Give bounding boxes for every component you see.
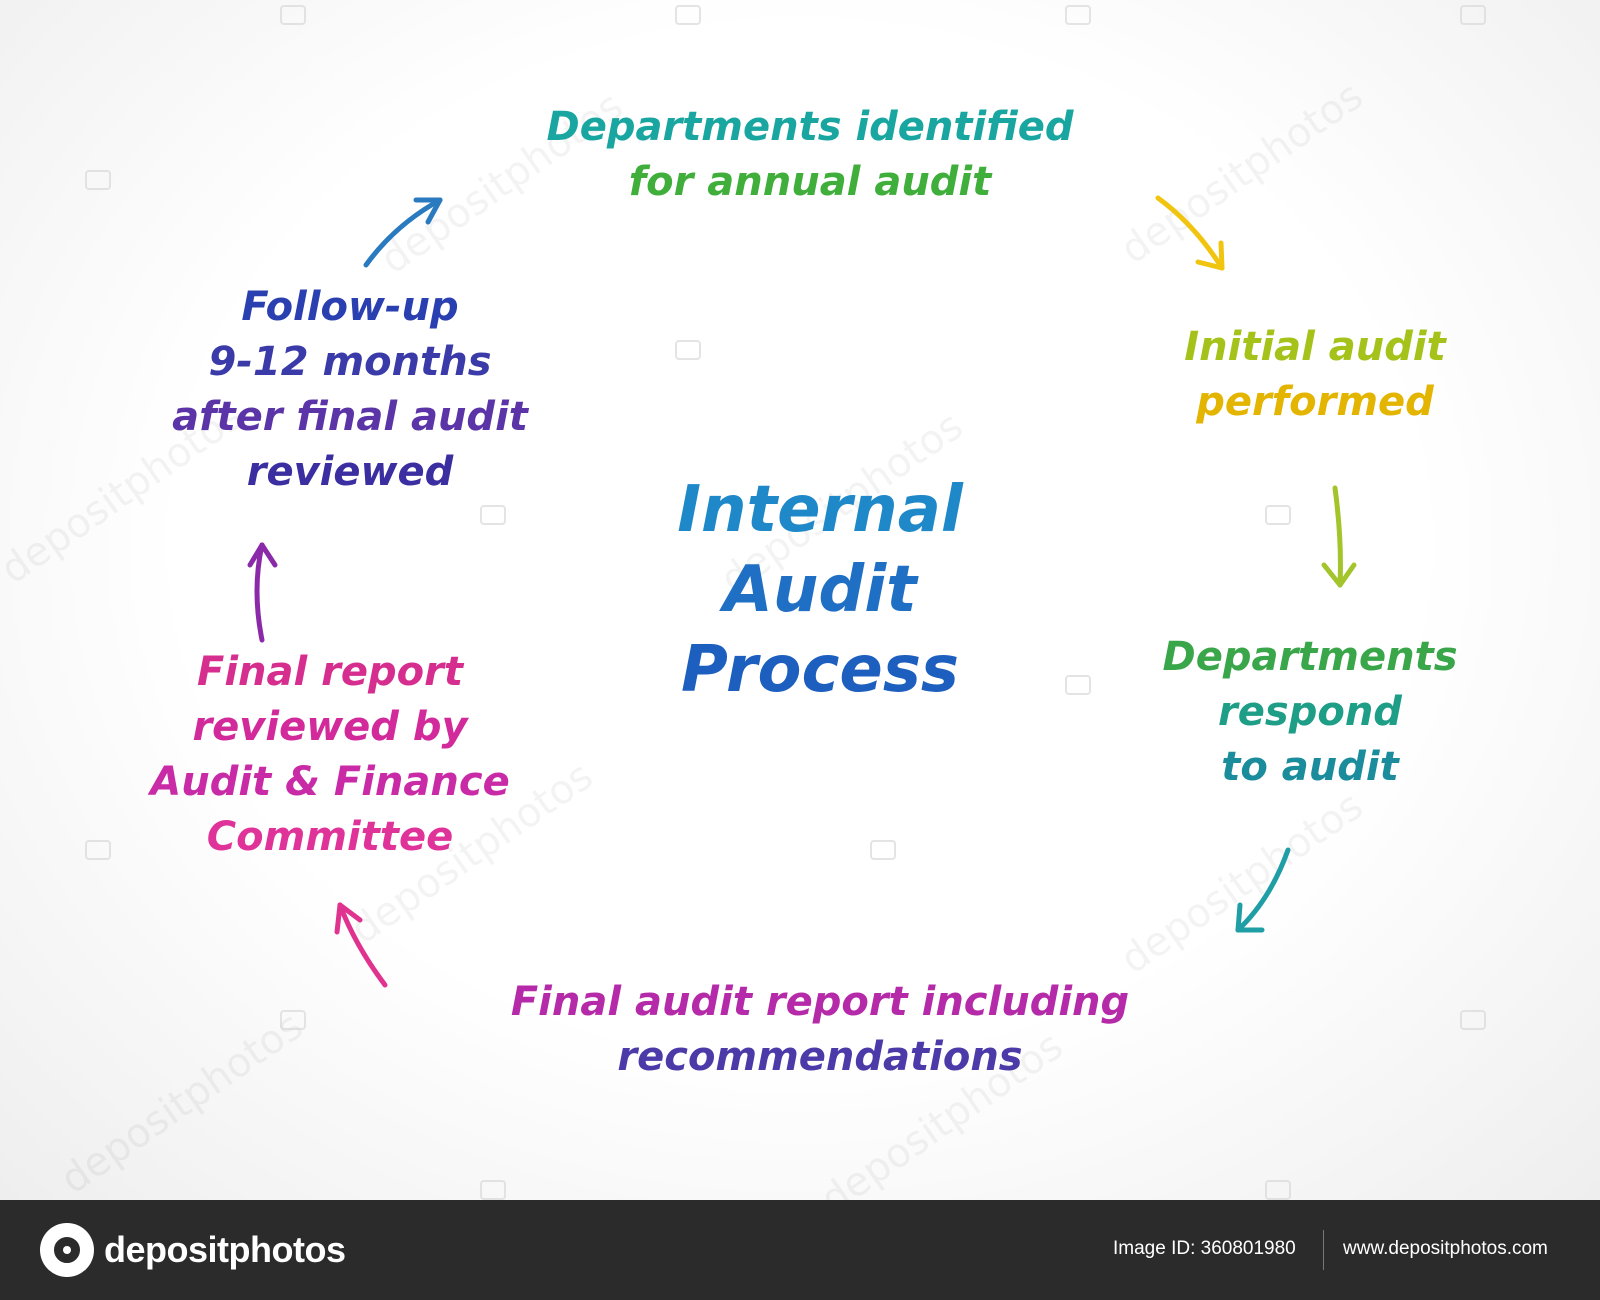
camera-icon [1265, 1180, 1291, 1200]
center-title-line: Audit [723, 553, 917, 627]
step-line: Follow-up [241, 284, 459, 330]
step-final-audit-report: Final audit report including recommendat… [390, 975, 1250, 1085]
camera-icon [1460, 1010, 1486, 1030]
step-final-report-reviewed: Final report reviewed by Audit & Finance… [95, 645, 565, 865]
step-line: Initial audit [1184, 324, 1446, 370]
arrow-step3-to-step4 [1235, 847, 1291, 933]
step-line: Committee [206, 814, 454, 860]
footer-bar: depositphotos Image ID: 360801980 www.de… [0, 1200, 1600, 1300]
camera-lens-icon [40, 1223, 94, 1277]
arrow-step6-to-step1 [363, 197, 443, 268]
camera-icon [280, 5, 306, 25]
camera-icon [1265, 505, 1291, 525]
step-line: Final report [197, 649, 463, 695]
arrow-step4-to-step5 [334, 902, 388, 988]
step-departments-respond: Departments respond to audit [1110, 630, 1510, 795]
arrow-step1-to-step2 [1155, 195, 1225, 271]
step-line: for annual audit [628, 159, 992, 205]
step-line: Departments [1162, 634, 1458, 680]
camera-icon [870, 840, 896, 860]
center-title: Internal Audit Process [560, 470, 1080, 710]
logo-text: depositphotos [104, 1229, 346, 1270]
step-line: performed [1196, 379, 1434, 425]
footer-divider [1323, 1230, 1324, 1270]
step-line: 9-12 months [208, 339, 492, 385]
step-line: Final audit report including [510, 979, 1130, 1025]
center-title-line: Internal [677, 473, 963, 547]
arrow-step2-to-step3 [1321, 485, 1357, 588]
step-line: Departments identified [546, 104, 1074, 150]
cycle-arrows [247, 195, 1357, 988]
camera-icon [675, 5, 701, 25]
diagram-canvas: depositphotos depositphotos depositphoto… [0, 0, 1600, 1200]
step-departments-identified: Departments identified for annual audit [470, 100, 1150, 210]
step-line: after final audit [172, 394, 528, 440]
step-line: Audit & Finance [150, 759, 510, 805]
step-line: to audit [1221, 744, 1399, 790]
step-initial-audit: Initial audit performed [1115, 320, 1515, 430]
depositphotos-logo[interactable]: depositphotos [40, 1222, 346, 1278]
camera-icon [675, 340, 701, 360]
camera-icon [85, 170, 111, 190]
center-title-line: Process [681, 633, 959, 707]
camera-icon [1460, 5, 1486, 25]
camera-icon [85, 840, 111, 860]
camera-icon [1065, 675, 1091, 695]
camera-icon [480, 1180, 506, 1200]
step-line: respond [1218, 689, 1402, 735]
step-line: recommendations [617, 1034, 1023, 1080]
step-line: reviewed by [192, 704, 468, 750]
step-line: reviewed [246, 449, 454, 495]
step-follow-up: Follow-up 9-12 months after final audit … [100, 280, 600, 500]
camera-icon [280, 1010, 306, 1030]
site-url-link[interactable]: www.depositphotos.com [1343, 1238, 1548, 1259]
image-id-text: Image ID: 360801980 [1113, 1238, 1296, 1259]
camera-icon [480, 505, 506, 525]
arrow-step5-to-step6 [247, 542, 278, 643]
camera-icon [1065, 5, 1091, 25]
